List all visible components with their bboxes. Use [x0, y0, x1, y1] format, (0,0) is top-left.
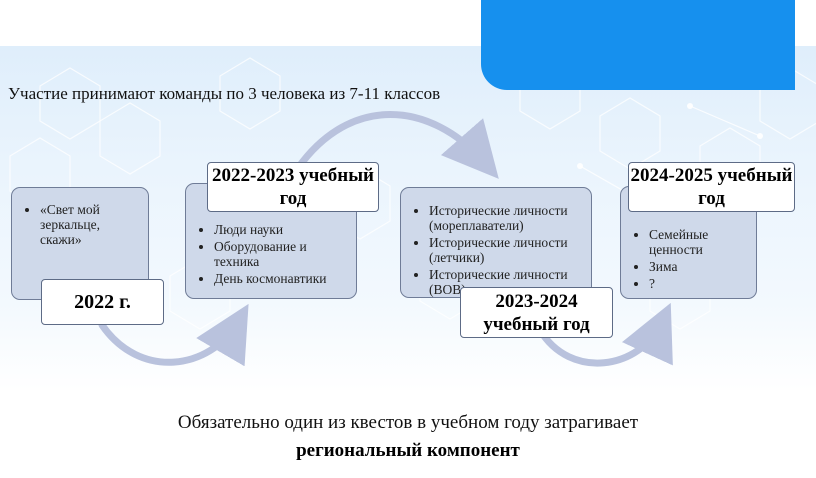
stage-item: ? [649, 276, 748, 291]
stage-label-3: 2023-2024 учебный год [460, 287, 613, 338]
stage-item: Исторические личности (летчики) [429, 235, 583, 265]
footer-note: Обязательно один из квестов в учебном го… [177, 412, 639, 433]
footer-emphasis: региональный компонент [296, 440, 520, 461]
intro-text: Участие принимают команды по 3 человека … [8, 84, 441, 103]
stage-label-4: 2024-2025 учебный год [628, 162, 795, 212]
arrow-stage3-to-stage4 [536, 302, 673, 367]
stage-item: Исторические личности (ВОВ) [429, 267, 583, 297]
stage-item: Зима [649, 259, 748, 274]
arrow-stage2-to-stage3 [294, 111, 499, 179]
stage-label-1: 2022 г. [41, 279, 164, 325]
arrow-stage1-to-stage2 [98, 303, 249, 367]
stage-item: Оборудование и техника [214, 239, 348, 269]
stage-item: День космонавтики [214, 271, 348, 286]
stage-item: Семейные ценности [649, 227, 748, 257]
stage-label-2: 2022-2023 учебный год [207, 162, 379, 212]
stage-item: Исторические личности (мореплаватели) [429, 203, 583, 233]
stage-item: Люди науки [214, 222, 348, 237]
corner-accent-tab [481, 0, 795, 90]
stage-item: «Свет мой зеркальце, скажи» [40, 202, 140, 247]
stage-card-3: Исторические личности (мореплаватели) Ис… [400, 187, 592, 298]
